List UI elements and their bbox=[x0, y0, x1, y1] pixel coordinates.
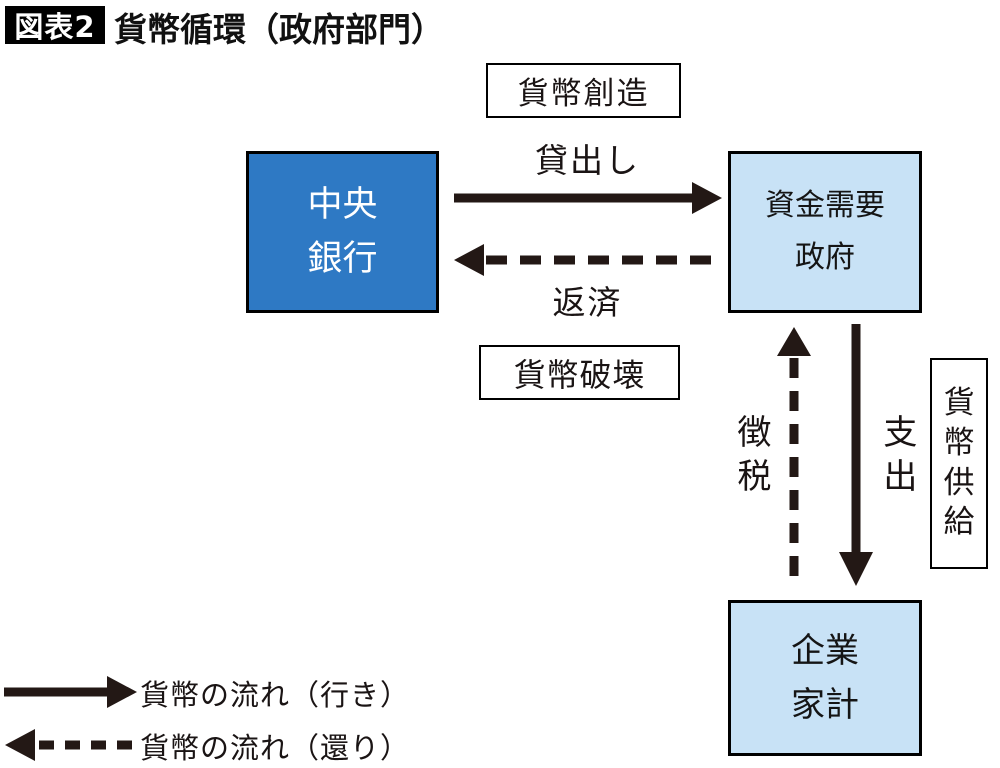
label-money-supply-text: 貨幣供給 bbox=[943, 385, 975, 541]
node-firms-line1: 企業 bbox=[791, 630, 859, 671]
label-taxation: 徴税 bbox=[737, 413, 772, 497]
label-money-supply: 貨幣供給 bbox=[930, 358, 988, 569]
node-government-line2: 政府 bbox=[795, 240, 855, 275]
node-central-bank: 中央 銀行 bbox=[246, 151, 439, 313]
node-government-line1: 資金需要 bbox=[765, 187, 885, 223]
node-firms-line2: 家計 bbox=[791, 685, 859, 725]
title-badge-text: 図表2 bbox=[14, 10, 96, 44]
node-firms-households: 企業 家計 bbox=[728, 600, 922, 756]
arrow-expenditure-solid-down bbox=[839, 324, 873, 586]
arrow-lending-solid-right bbox=[454, 182, 722, 214]
legend-solid-arrow-icon bbox=[4, 676, 137, 708]
legend-label-going: 貨幣の流れ（行き） bbox=[140, 678, 411, 712]
label-money-creation-text: 貨幣創造 bbox=[517, 76, 650, 112]
legend-dashed-arrow-icon bbox=[5, 729, 137, 761]
node-central-bank-line1: 中央 bbox=[307, 184, 378, 225]
title-badge: 図表2 bbox=[5, 6, 105, 44]
label-money-destruction: 貨幣破壊 bbox=[479, 345, 680, 400]
node-central-bank-line2: 銀行 bbox=[307, 239, 378, 279]
arrow-repayment-dashed-left bbox=[454, 244, 722, 276]
page-title: 貨幣循環（政府部門） bbox=[114, 10, 444, 49]
arrow-taxation-dashed-up bbox=[777, 327, 811, 588]
label-repayment: 返済 bbox=[552, 283, 623, 322]
node-government: 資金需要 政府 bbox=[728, 151, 922, 313]
label-expenditure: 支出 bbox=[883, 413, 918, 497]
label-money-destruction-text: 貨幣破壊 bbox=[513, 355, 646, 394]
legend-label-return: 貨幣の流れ（還り） bbox=[140, 731, 411, 765]
label-money-creation: 貨幣創造 bbox=[486, 63, 681, 118]
label-lending: 貸出し bbox=[535, 141, 640, 180]
